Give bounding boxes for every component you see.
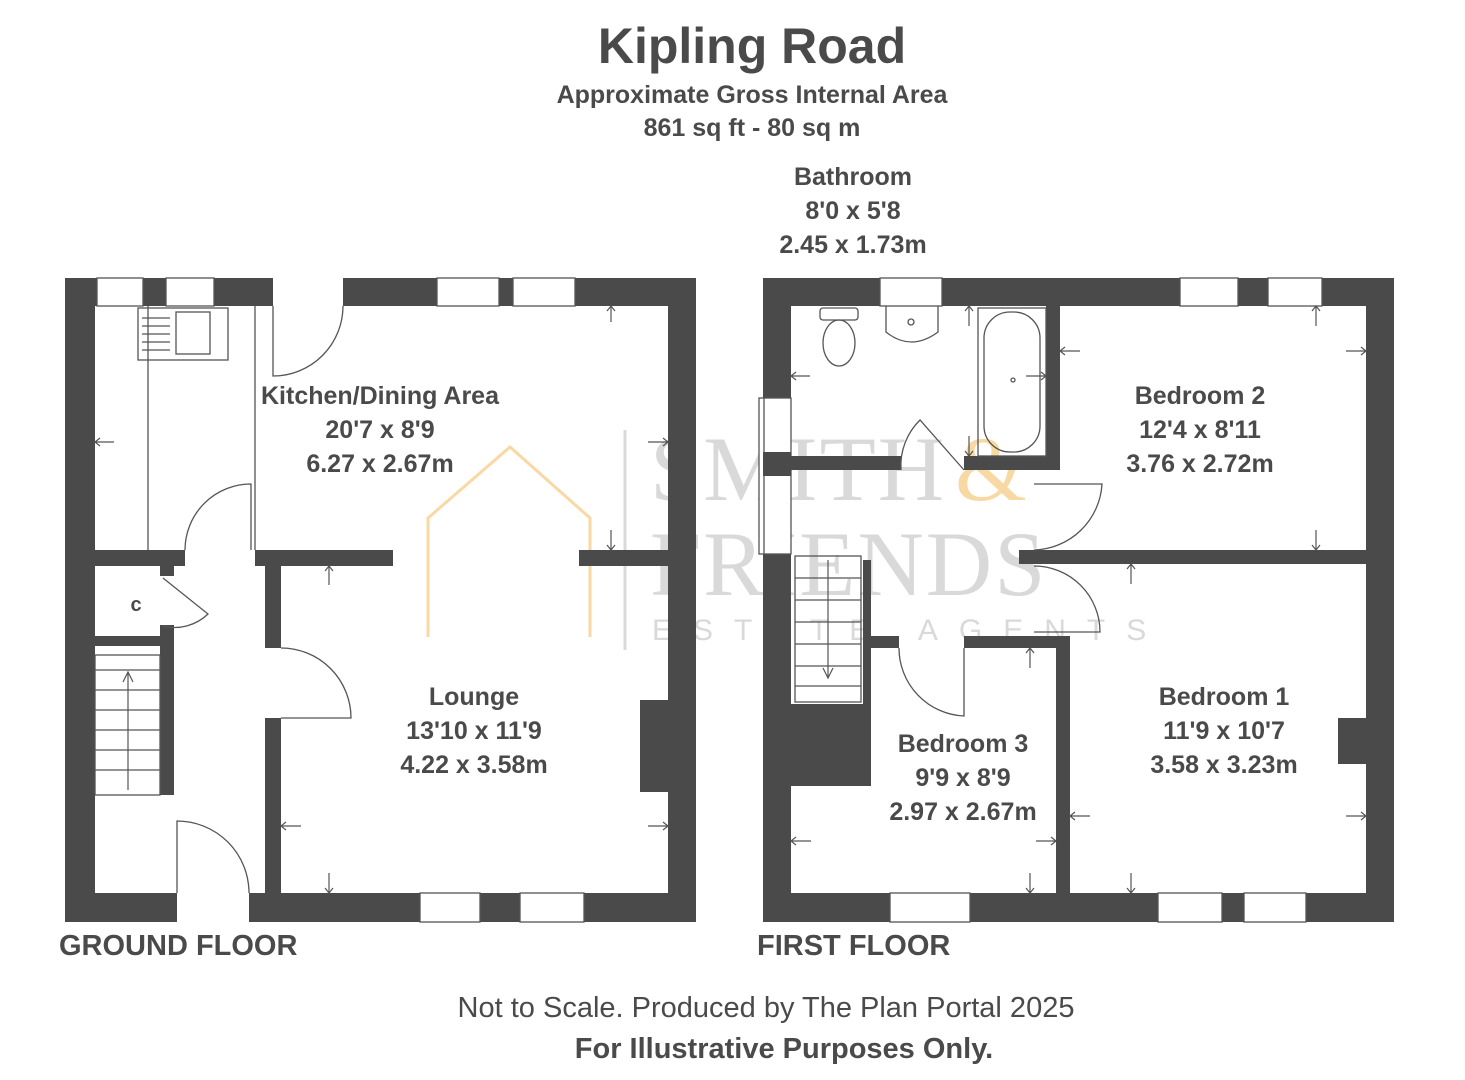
window — [419, 892, 481, 923]
bedroom2-door — [1033, 483, 1103, 551]
basin-icon — [885, 306, 939, 343]
wall — [265, 718, 281, 894]
watermark-line2: FRIENDS — [650, 513, 1047, 615]
wall — [65, 893, 177, 922]
bathroom-metric: 2.45 x 1.73m — [779, 231, 926, 259]
wall — [95, 636, 160, 646]
sink-bowl — [175, 311, 211, 355]
staircase — [794, 555, 862, 703]
bedroom1-label: Bedroom 1 — [1159, 683, 1290, 711]
footer-note: Not to Scale. Produced by The Plan Porta… — [458, 992, 1075, 1024]
window — [1243, 892, 1307, 923]
wall — [160, 566, 174, 576]
toilet-icon — [822, 319, 856, 367]
wall — [964, 456, 1060, 470]
bedroom2-imperial: 12'4 x 8'11 — [1139, 416, 1261, 444]
window — [96, 277, 144, 307]
dimension-arrows — [790, 305, 1367, 894]
wall — [1056, 636, 1070, 894]
first-floor-label: FIRST FLOOR — [757, 930, 950, 962]
footer-disclaimer: For Illustrative Purposes Only. — [575, 1033, 993, 1065]
wall — [95, 550, 185, 566]
window — [879, 277, 943, 307]
lounge-label: Lounge — [429, 683, 519, 711]
stair-arrowhead-icon — [122, 670, 134, 683]
kitchen-metric: 6.27 x 2.67m — [306, 450, 453, 478]
staircase — [94, 654, 161, 796]
kitchen-label: Kitchen/Dining Area — [261, 382, 500, 410]
gross-area: 861 sq ft - 80 sq m — [644, 114, 861, 142]
wall — [1366, 278, 1394, 922]
bedroom2-label: Bedroom 2 — [1135, 382, 1266, 410]
wall — [579, 550, 669, 566]
first-floor-plan — [758, 277, 1394, 923]
wall — [964, 636, 1070, 648]
bathroom-label: Bathroom — [794, 163, 912, 191]
wall — [255, 550, 393, 566]
cupboard-door — [162, 577, 209, 629]
basin-tap — [907, 318, 915, 326]
window — [1267, 277, 1323, 307]
kitchen-door — [184, 483, 252, 551]
chimney-breast — [640, 700, 670, 792]
stair-arrowhead-icon — [822, 667, 834, 680]
toilet-cistern — [819, 307, 859, 321]
kitchen-imperial: 20'7 x 8'9 — [325, 416, 434, 444]
page-subtitle: Approximate Gross Internal Area — [557, 81, 949, 109]
wall — [1046, 306, 1060, 470]
chimney-breast — [1338, 718, 1368, 764]
bedroom3-label: Bedroom 3 — [898, 730, 1029, 758]
window — [889, 892, 971, 923]
lounge-imperial: 13'10 x 11'9 — [406, 717, 542, 745]
bath-inner — [983, 311, 1041, 453]
ground-floor-plan — [65, 277, 696, 923]
watermark-line3: ESTATE AGENTS — [652, 614, 1167, 647]
bedroom1-metric: 3.58 x 3.23m — [1150, 751, 1297, 779]
window — [165, 277, 215, 307]
wall — [160, 625, 174, 795]
front-door — [176, 820, 250, 894]
wall — [871, 636, 899, 648]
lounge-metric: 4.22 x 3.58m — [400, 751, 547, 779]
bedroom3-door — [898, 647, 965, 717]
bath-plug — [1010, 377, 1016, 383]
page-title: Kipling Road — [598, 18, 906, 74]
dimension-arrows — [94, 305, 669, 894]
bath-icon — [977, 307, 1047, 457]
window — [1157, 892, 1223, 923]
ground-floor-label: GROUND FLOOR — [59, 930, 297, 962]
wall — [265, 566, 281, 648]
window — [519, 892, 585, 923]
wall — [863, 560, 871, 786]
wall — [763, 278, 791, 922]
wall — [1019, 550, 1366, 564]
cupboard-label: C — [130, 594, 141, 616]
wall — [791, 456, 901, 470]
wall — [763, 452, 791, 476]
bedroom3-metric: 2.97 x 2.67m — [889, 798, 1036, 826]
window — [512, 277, 576, 307]
bedroom1-door — [1033, 565, 1101, 633]
kitchen-sink-icon — [137, 307, 229, 361]
wall — [791, 704, 863, 786]
window — [436, 277, 500, 307]
bathroom-door — [900, 419, 965, 471]
bathroom-imperial: 8'0 x 5'8 — [805, 197, 900, 225]
bedroom2-metric: 3.76 x 2.72m — [1126, 450, 1273, 478]
wall — [65, 278, 95, 922]
wall — [668, 278, 696, 922]
bedroom3-imperial: 9'9 x 8'9 — [915, 764, 1010, 792]
window — [1179, 277, 1239, 307]
lounge-door — [280, 647, 352, 719]
bedroom1-imperial: 11'9 x 10'7 — [1163, 717, 1285, 745]
back-door — [272, 305, 344, 377]
